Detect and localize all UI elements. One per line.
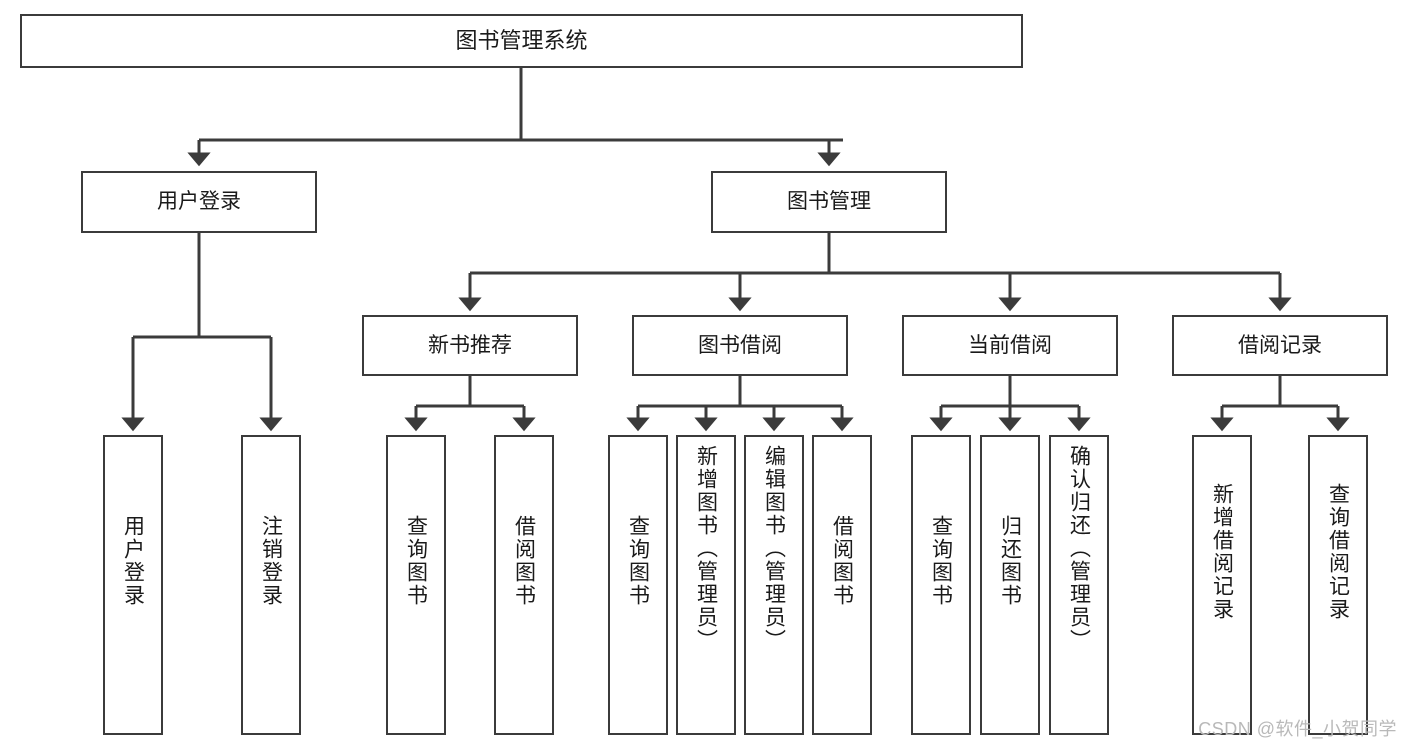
node-leaf-confirm-return[interactable]: 确认归还（管理员）: [1049, 435, 1109, 735]
node-root-book-management-system[interactable]: 图书管理系统: [20, 14, 1023, 68]
node-leaf-query-book-2[interactable]: 查询图书: [608, 435, 668, 735]
node-new-book-recommend[interactable]: 新书推荐: [362, 315, 578, 376]
node-label: 归还图书: [998, 515, 1022, 607]
node-label: 图书借阅: [698, 333, 782, 357]
node-label: 借阅图书: [512, 515, 536, 607]
node-leaf-add-borrow-record[interactable]: 新增借阅记录: [1192, 435, 1252, 735]
node-book-management[interactable]: 图书管理: [711, 171, 947, 233]
node-label: 编辑图书（管理员）: [762, 445, 786, 652]
csdn-watermark: CSDN @软件_小贺同学: [1198, 719, 1397, 739]
node-label: 新增借阅记录: [1210, 483, 1234, 621]
node-leaf-logout-login[interactable]: 注销登录: [241, 435, 301, 735]
node-label: 当前借阅: [968, 333, 1052, 357]
node-label: 查询借阅记录: [1326, 483, 1350, 621]
node-leaf-user-login[interactable]: 用户登录: [103, 435, 163, 735]
node-leaf-query-borrow-record[interactable]: 查询借阅记录: [1308, 435, 1368, 735]
node-leaf-query-book-1[interactable]: 查询图书: [386, 435, 446, 735]
node-label: 注销登录: [259, 515, 283, 607]
node-label: 查询图书: [929, 515, 953, 607]
node-leaf-borrow-book-1[interactable]: 借阅图书: [494, 435, 554, 735]
node-leaf-add-book[interactable]: 新增图书（管理员）: [676, 435, 736, 735]
node-leaf-edit-book[interactable]: 编辑图书（管理员）: [744, 435, 804, 735]
node-label: 借阅记录: [1238, 333, 1322, 357]
node-label: 用户登录: [157, 190, 241, 214]
node-label: 图书管理: [787, 190, 871, 214]
node-label: 借阅图书: [830, 515, 854, 607]
node-label: 用户登录: [121, 515, 145, 607]
node-label: 查询图书: [626, 515, 650, 607]
node-book-borrow[interactable]: 图书借阅: [632, 315, 848, 376]
node-label: 新增图书（管理员）: [694, 445, 718, 652]
node-label: 查询图书: [404, 515, 428, 607]
node-leaf-return-book[interactable]: 归还图书: [980, 435, 1040, 735]
node-current-borrow[interactable]: 当前借阅: [902, 315, 1118, 376]
node-label: 新书推荐: [428, 333, 512, 357]
node-leaf-borrow-book-2[interactable]: 借阅图书: [812, 435, 872, 735]
node-borrow-record[interactable]: 借阅记录: [1172, 315, 1388, 376]
node-label: 确认归还（管理员）: [1067, 445, 1091, 652]
node-user-login[interactable]: 用户登录: [81, 171, 317, 233]
node-leaf-query-book-3[interactable]: 查询图书: [911, 435, 971, 735]
node-label: 图书管理系统: [455, 27, 588, 53]
